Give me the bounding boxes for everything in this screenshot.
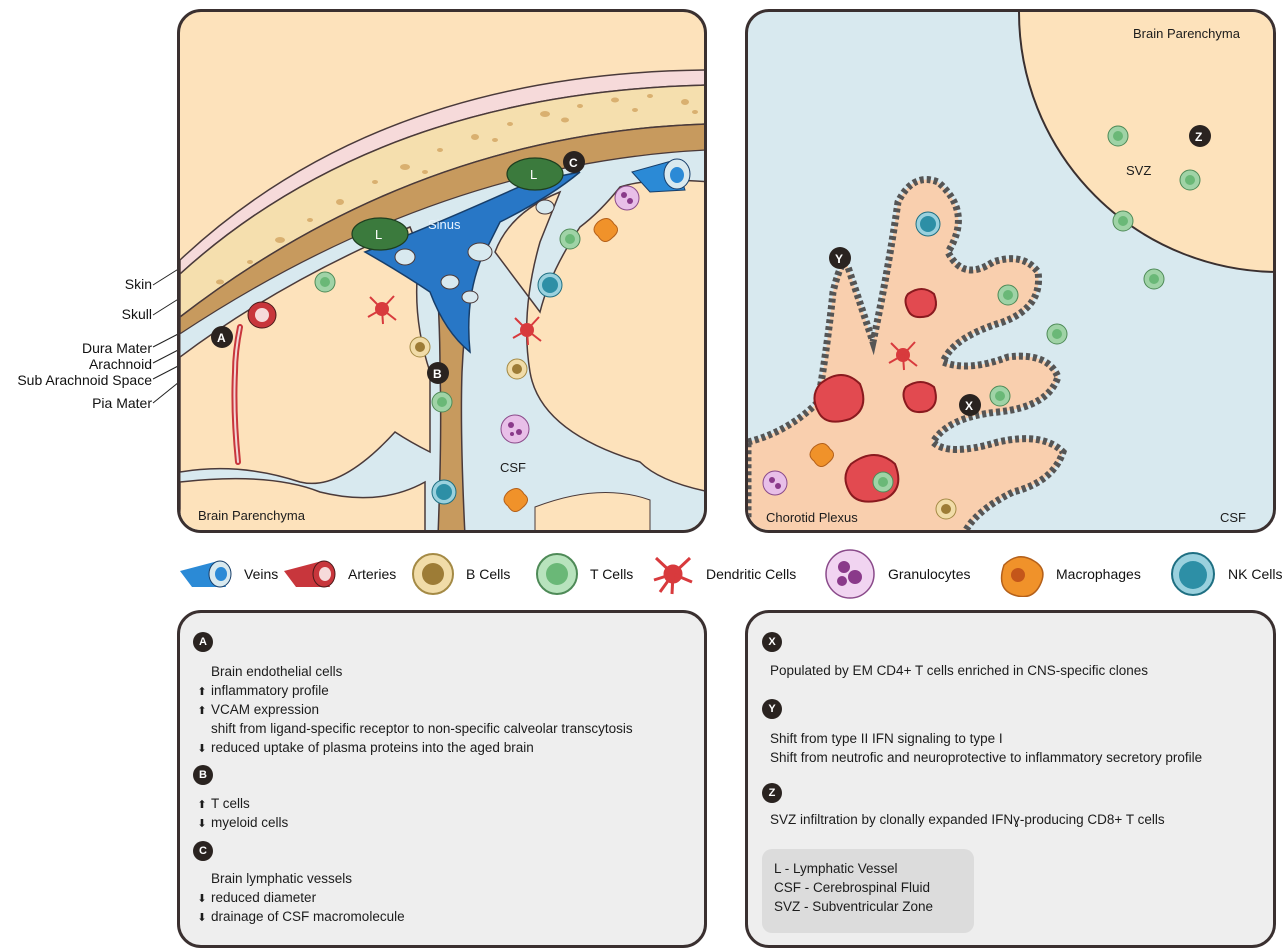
legend-granulocytes: Granulocytes [822, 552, 970, 596]
t-cell-icon [534, 552, 580, 596]
legend-nk-cells: NK Cells [1168, 552, 1282, 596]
badge-y: Y [829, 247, 851, 269]
note-a-line-2: ⬆inflammatory profile [197, 681, 329, 702]
artery-icon [282, 557, 338, 591]
legend-t-cells: T Cells [534, 552, 633, 596]
note-c-line-1: Brain lymphatic vessels [197, 869, 352, 888]
note-a-line-5: ⬇reduced uptake of plasma proteins into … [197, 738, 534, 759]
note-a-line-4: shift from ligand-specific receptor to n… [197, 719, 633, 738]
choroid-plexus-illustration: Brain Parenchyma SVZ Chorotid Plexus CSF [748, 12, 1276, 533]
badge-a: A [211, 326, 233, 348]
note-badge-z: Z [762, 783, 782, 803]
layer-label-dura-mater: Dura Mater [60, 340, 152, 356]
arrow-down-icon: ⬇ [197, 740, 207, 759]
note-y-line-2: Shift from neutrofic and neuroprotective… [770, 748, 1202, 767]
artery-cross-section [248, 302, 276, 328]
legend-label-granulocytes: Granulocytes [888, 566, 970, 582]
legend-b-cells: B Cells [410, 552, 510, 596]
legend-label-dendritic-cells: Dendritic Cells [706, 566, 796, 582]
badge-z: Z [1189, 125, 1211, 147]
note-badge-b: B [193, 765, 213, 785]
layer-label-arachnoid: Arachnoid [60, 356, 152, 372]
note-badge-x: X [762, 632, 782, 652]
svg-text:B: B [433, 367, 442, 381]
abbreviations-box: L - Lymphatic Vessel CSF - Cerebrospinal… [762, 849, 974, 933]
svg-text:Z: Z [1195, 130, 1202, 144]
arrow-down-icon: ⬇ [197, 909, 207, 928]
abbr-csf: CSF - Cerebrospinal Fluid [774, 878, 962, 897]
layer-label-pia-mater: Pia Mater [60, 395, 152, 411]
note-badge-a: A [193, 632, 213, 652]
meninges-illustration: Sinus L L [180, 12, 707, 533]
svg-text:A: A [217, 331, 226, 345]
nk-cell-icon [1168, 551, 1218, 597]
note-a-line-1: Brain endothelial cells [197, 662, 342, 681]
svg-text:Y: Y [835, 252, 843, 266]
svg-text:X: X [965, 399, 973, 413]
note-z-line-1: SVZ infiltration by clonally expanded IF… [770, 810, 1165, 829]
layer-label-skin: Skin [112, 276, 152, 292]
legend-macrophages: Macrophages [996, 552, 1141, 596]
granulocyte-icon [822, 549, 878, 599]
note-y-line-1: Shift from type II IFN signaling to type… [770, 729, 1003, 748]
legend-dendritic-cells: Dendritic Cells [650, 552, 796, 596]
arrow-down-icon: ⬇ [197, 815, 207, 834]
layer-label-sub-arachnoid-space: Sub Arachnoid Space [0, 372, 152, 388]
dendritic-cell-icon [650, 552, 696, 596]
plexus-label: Chorotid Plexus [766, 510, 858, 525]
sinus-label: Sinus [428, 217, 461, 232]
legend-arteries: Arteries [282, 552, 396, 596]
vein-icon [178, 557, 234, 591]
abbr-lymphatic: L - Lymphatic Vessel [774, 859, 962, 878]
note-c-line-3: ⬇drainage of CSF macromolecule [197, 907, 405, 928]
note-badge-y: Y [762, 699, 782, 719]
legend-label-veins: Veins [244, 566, 278, 582]
badge-x: X [959, 394, 981, 416]
legend-label-nk-cells: NK Cells [1228, 566, 1282, 582]
legend-label-t-cells: T Cells [590, 566, 633, 582]
note-c-line-2: ⬇reduced diameter [197, 888, 316, 909]
parenchyma-label-right: Brain Parenchyma [1133, 26, 1241, 41]
macrophage-icon [996, 551, 1046, 597]
note-b-line-1: ⬆T cells [197, 794, 250, 815]
lymph-label-2: L [530, 167, 537, 182]
badge-b: B [427, 362, 449, 384]
note-x-line-1: Populated by EM CD4+ T cells enriched in… [770, 661, 1148, 680]
abbr-svz: SVZ - Subventricular Zone [774, 897, 962, 916]
csf-label-left: CSF [500, 460, 526, 475]
svz-label: SVZ [1126, 163, 1151, 178]
meninges-panel: Sinus L L [177, 9, 707, 533]
legend-veins: Veins [178, 552, 278, 596]
legend-label-b-cells: B Cells [466, 566, 510, 582]
note-b-line-2: ⬇myeloid cells [197, 813, 288, 834]
note-badge-c: C [193, 841, 213, 861]
choroid-plexus-panel: Brain Parenchyma SVZ Chorotid Plexus CSF [745, 9, 1276, 533]
parenchyma-label-left: Brain Parenchyma [198, 508, 306, 523]
legend-label-macrophages: Macrophages [1056, 566, 1141, 582]
note-a-line-3: ⬆VCAM expression [197, 700, 319, 721]
svg-text:C: C [569, 156, 578, 170]
layer-label-skull: Skull [100, 306, 152, 322]
badge-c: C [563, 151, 585, 173]
lymph-label-1: L [375, 227, 382, 242]
csf-label-right: CSF [1220, 510, 1246, 525]
b-cell-icon [410, 552, 456, 596]
legend-label-arteries: Arteries [348, 566, 396, 582]
